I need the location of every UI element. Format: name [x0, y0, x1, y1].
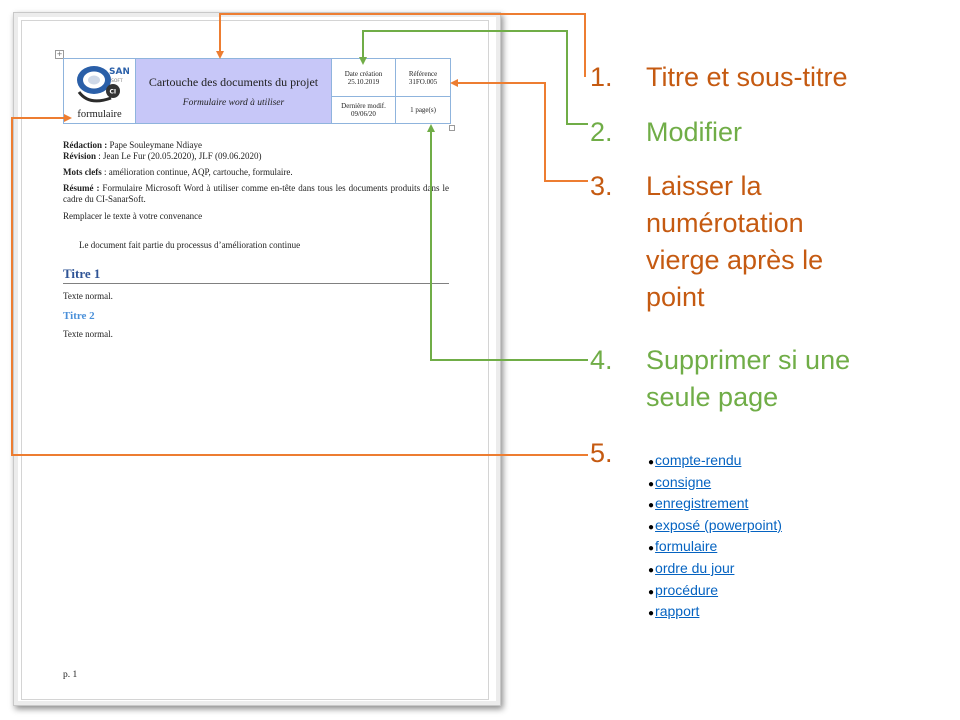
keywords-line: Mots clefs : amélioration continue, AQP,…: [63, 167, 293, 178]
last-modif-label: Dernière modif.: [341, 102, 386, 110]
summary-value: Formulaire Microsoft Word à utiliser com…: [63, 183, 449, 204]
annotation-3-line-2: numérotation: [646, 208, 804, 238]
annotation-3-line-4: point: [646, 282, 705, 312]
list-item: ●compte-rendu: [648, 452, 742, 468]
list-item: ●ordre du jour: [648, 559, 735, 576]
list-item: ●rapport: [648, 603, 700, 620]
doc-type-link-expose[interactable]: exposé (powerpoint): [655, 516, 782, 533]
doc-type-link-consigne[interactable]: consigne: [655, 473, 712, 490]
revision-value: : Jean Le Fur (20.05.2020), JLF (09.06.2…: [96, 151, 262, 161]
sanarsoft-logo-icon: SANAR SOFT CI: [77, 66, 129, 103]
date-creation-label: Date création: [344, 69, 383, 78]
table-move-handle-icon[interactable]: +: [55, 50, 64, 59]
list-item: ●consigne: [648, 473, 712, 490]
summary-paragraph: Résumé : Formulaire Microsoft Word à uti…: [63, 183, 449, 205]
logo-soft: SOFT: [111, 78, 123, 84]
annotation-2-text: Modifier: [646, 117, 743, 147]
pages-cell[interactable]: 1 page(s): [395, 96, 451, 124]
annotation-3-number: 3.: [590, 171, 613, 201]
doc-type-link-rapport[interactable]: rapport: [655, 603, 700, 620]
connector-5: [11, 114, 588, 456]
connector-4: [427, 124, 588, 361]
heading-2: Titre 2: [63, 310, 95, 322]
connector-1: [216, 13, 586, 77]
doc-type-link-compte-rendu[interactable]: compte-rendu: [655, 452, 742, 468]
document-subtitle: Formulaire word à utiliser: [182, 97, 285, 108]
doc-type-link-ordre-du-jour[interactable]: ordre du jour: [655, 559, 735, 576]
logo-caption: formulaire: [77, 109, 122, 120]
pages-count: 1 page(s): [410, 106, 436, 114]
logo-name: SANAR: [109, 67, 129, 77]
keywords-value: : amélioration continue, AQP, cartouche,…: [101, 167, 293, 177]
doc-type-link-procedure[interactable]: procédure: [655, 581, 719, 598]
list-item: ●formulaire: [648, 538, 718, 555]
reference-value: 31FO.005: [408, 77, 438, 86]
redaction-value: Pape Souleymane Ndiaye: [107, 140, 202, 150]
annotation-4-number: 4.: [590, 345, 613, 375]
reference-label: Référence: [408, 69, 438, 78]
last-modif-cell[interactable]: Dernière modif. 09/06/20: [331, 96, 396, 124]
list-item: ●enregistrement: [648, 495, 749, 512]
list-item: ●procédure: [648, 581, 719, 598]
redaction-label: Rédaction :: [63, 140, 108, 150]
annotation-1-text: Titre et sous-titre: [646, 62, 848, 92]
logo-cell: SANAR SOFT CI formulaire: [63, 58, 136, 124]
summary-label: Résumé :: [63, 183, 100, 193]
document-title: Cartouche des documents du projet: [148, 74, 319, 89]
redaction-line: Rédaction : Pape Souleymane Ndiaye: [63, 140, 202, 151]
annotation-3-line-1: Laisser la: [646, 171, 762, 201]
logo-ci: CI: [110, 89, 117, 96]
document-type-list: ●compte-rendu ●consigne ●enregistrement …: [648, 450, 782, 623]
last-modif-value: 09/06/20: [351, 110, 376, 118]
connector-2: [359, 30, 588, 125]
annotation-3-line-3: vierge après le: [646, 245, 824, 275]
revision-label: Révision: [63, 151, 97, 161]
annotation-4-line-1: Supprimer si une: [646, 345, 851, 375]
table-resize-handle-icon[interactable]: [449, 125, 455, 131]
date-creation-value: 25.10.2019: [347, 77, 380, 86]
replace-text: Remplacer le texte à votre convenance: [63, 211, 203, 221]
annotation-5-number: 5.: [590, 438, 613, 468]
doc-type-link-formulaire[interactable]: formulaire: [655, 538, 718, 555]
doc-type-link-enregistrement[interactable]: enregistrement: [655, 495, 749, 512]
cartouche-table: SANAR SOFT CI formulaire Cartouche des d…: [63, 58, 451, 124]
normal-text-2: Texte normal.: [63, 329, 113, 339]
normal-text-1: Texte normal.: [63, 291, 113, 301]
keywords-label: Mots clefs: [63, 167, 102, 177]
list-item: ●exposé (powerpoint): [648, 516, 782, 533]
revision-line: Révision : Jean Le Fur (20.05.2020), JLF…: [63, 151, 262, 162]
heading-1: Titre 1: [63, 266, 449, 284]
annotation-2-number: 2.: [590, 117, 613, 147]
title-cell[interactable]: Cartouche des documents du projet Formul…: [135, 58, 332, 124]
annotation-4-line-2: seule page: [646, 382, 779, 412]
process-text: Le document fait partie du processus d’a…: [79, 240, 301, 250]
annotation-1-number: 1.: [590, 62, 613, 92]
document-page: [21, 20, 489, 700]
page-number: p. 1: [63, 670, 78, 680]
connector-3: [450, 79, 588, 182]
